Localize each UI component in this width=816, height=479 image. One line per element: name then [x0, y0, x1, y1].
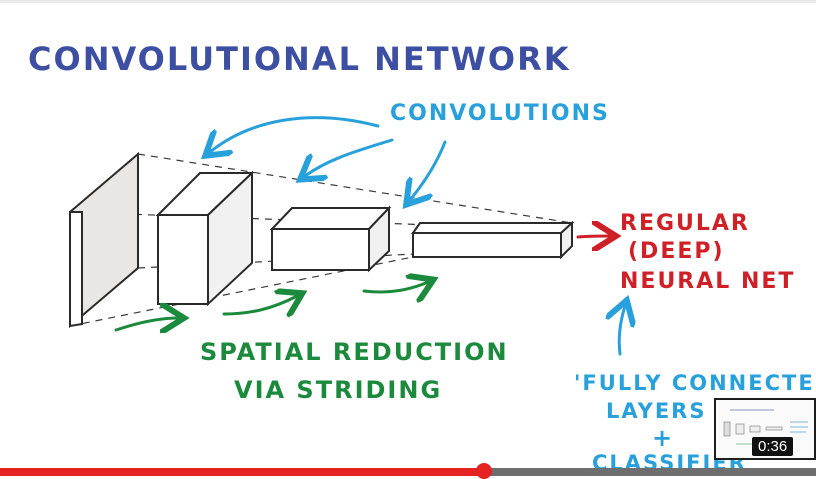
up-arrow	[619, 306, 625, 356]
red-arrow	[576, 236, 610, 237]
input-layer	[69, 151, 139, 329]
conv-block-1	[155, 170, 255, 307]
regular-label-line2: (DEEP)	[628, 239, 725, 264]
conv-block-2	[269, 205, 392, 273]
video-progress-handle[interactable]	[476, 463, 492, 479]
top-border	[0, 0, 816, 3]
regular-label-line3: NEURAL NET	[620, 269, 795, 294]
regular-label-line1: REGULAR	[620, 211, 750, 236]
video-progress-played	[0, 468, 484, 476]
spatial-label-line1: SPATIAL REDUCTION	[200, 338, 509, 366]
fc-plus: +	[652, 424, 674, 452]
preview-timestamp: 0:36	[752, 437, 794, 456]
striding-arrows	[114, 282, 428, 330]
spatial-label-line2: VIA STRIDING	[234, 376, 442, 404]
fc-label-line1: 'FULLY CONNECTED'	[574, 371, 816, 395]
diagram-title: CONVOLUTIONAL NETWORK	[28, 40, 571, 78]
fc-label-line2: LAYERS	[606, 399, 706, 423]
convolution-arrows	[210, 116, 447, 200]
convolutions-label: CONVOLUTIONS	[390, 101, 610, 126]
conv-block-3	[411, 220, 575, 260]
